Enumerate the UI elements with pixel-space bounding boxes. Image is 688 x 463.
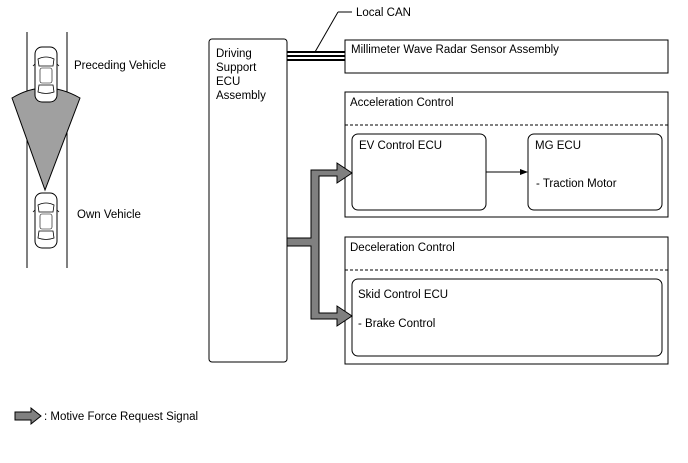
brake-control-label: - Brake Control (358, 318, 435, 330)
legend-label: : Motive Force Request Signal (44, 411, 198, 423)
skid-control-ecu-label: Skid Control ECU (358, 289, 448, 301)
ev-control-ecu-label: EV Control ECU (359, 140, 442, 152)
driving-support-ecu-box (208, 38, 288, 363)
own-vehicle-icon (32, 192, 60, 249)
ecu-label-line-2: Support (216, 62, 257, 74)
traction-motor-label: - Traction Motor (536, 178, 617, 190)
mg-ecu-label: MG ECU (535, 140, 581, 152)
local-can-leader (314, 11, 339, 53)
legend-arrow-icon (14, 406, 42, 426)
skid-control-ecu-box (351, 278, 663, 357)
preceding-vehicle-icon (32, 46, 60, 103)
motive-force-request-arrow (286, 162, 353, 327)
local-can-bus (287, 51, 345, 61)
radar-beam (11, 87, 81, 192)
acceleration-control-title: Acceleration Control (350, 97, 454, 109)
ecu-label-line-1: Driving (216, 48, 252, 60)
radar-sensor-label: Millimeter Wave Radar Sensor Assembly (351, 44, 559, 56)
deceleration-control-title: Deceleration Control (350, 242, 455, 254)
own-vehicle-label: Own Vehicle (77, 209, 141, 221)
preceding-vehicle-label: Preceding Vehicle (74, 60, 166, 72)
mg-ecu-box (527, 133, 663, 211)
radar-sensor-box (344, 39, 669, 74)
local-can-label: Local CAN (356, 7, 411, 19)
ecu-label-line-3: ECU (216, 76, 240, 88)
ecu-label-line-4: Assembly (216, 90, 266, 102)
